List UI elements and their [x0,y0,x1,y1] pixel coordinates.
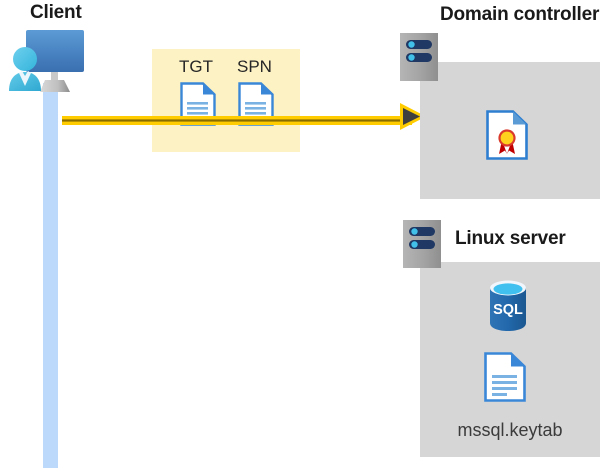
linux-server-title: Linux server [455,228,566,249]
token-highlight-box [152,49,300,152]
sql-database-label: SQL [493,302,523,318]
client-lifeline [43,83,58,468]
tgt-label: TGT [179,57,213,76]
request-arrow-head [400,103,426,130]
user-monitor-icon [4,28,90,98]
request-arrow-line [62,112,412,125]
certificate-document-icon [486,110,528,160]
spn-document-icon [238,82,274,126]
keytab-document-icon [484,352,526,402]
domain-controller-server-rack-icon [400,33,438,81]
client-title: Client [30,2,82,23]
domain-controller-title: Domain controller [440,4,600,25]
spn-label: SPN [237,57,272,76]
sql-database-icon: SQL [484,278,532,333]
linux-server-rack-icon [403,220,441,268]
keytab-filename-label: mssql.keytab [457,420,563,440]
